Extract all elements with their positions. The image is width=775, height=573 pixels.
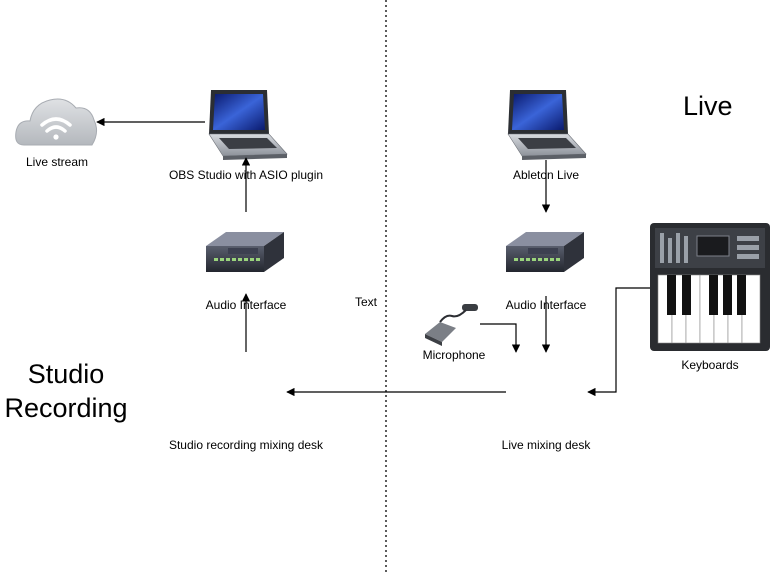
ableton-laptop-icon: [507, 89, 587, 161]
studio-interface-label: Audio Interface: [205, 298, 287, 312]
live-interface-label: Audio Interface: [505, 298, 587, 312]
connector-keyboards-to-live-desk: [587, 287, 650, 397]
live-stream-label: Live stream: [25, 155, 89, 169]
studio-heading-line2: Recording: [4, 393, 128, 423]
keyboard-synth-icon: [650, 223, 770, 351]
microphone-icon: [425, 304, 478, 346]
floating-text: Text: [354, 295, 378, 309]
studio-desk-label: Studio recording mixing desk: [168, 438, 324, 452]
ableton-label: Ableton Live: [512, 168, 580, 182]
live-audio-interface-icon: [506, 232, 584, 272]
obs-label: OBS Studio with ASIO plugin: [168, 168, 324, 182]
studio-audio-interface-icon: [206, 232, 284, 272]
keyboards-label: Keyboards: [681, 358, 739, 372]
live-heading: Live: [683, 91, 733, 121]
live-desk-label: Live mixing desk: [501, 438, 591, 452]
cloud-wifi-icon: [15, 98, 98, 146]
studio-heading-line1: Studio: [27, 359, 105, 389]
obs-laptop-icon: [208, 89, 288, 161]
microphone-label: Microphone: [422, 348, 486, 362]
studio-recording-heading: Studio Recording: [0, 357, 132, 425]
connector-mic-to-live-desk: [480, 323, 521, 353]
